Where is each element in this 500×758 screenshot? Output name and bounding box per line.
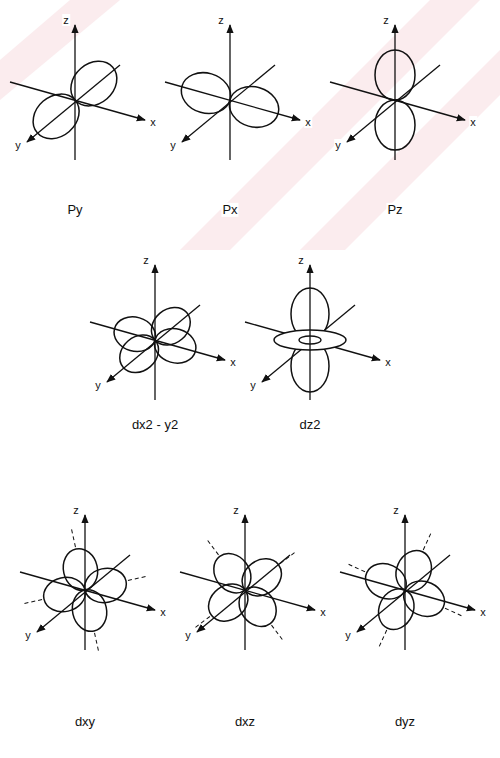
orbital-sketch: [20, 515, 155, 651]
orbital-sketch: [10, 25, 145, 160]
nodal-line: [379, 630, 386, 646]
axis-label: y: [14, 139, 22, 151]
orbital-lobe: [81, 564, 129, 606]
orbital-name: dz2: [299, 418, 322, 432]
orbital-lobe: [68, 586, 110, 634]
nodal-line: [280, 553, 294, 564]
nodal-line: [128, 577, 146, 581]
orbital-lobe: [231, 580, 283, 634]
orbital-lobe: [62, 52, 126, 115]
axis-label: y: [24, 629, 32, 641]
axis-label: z: [62, 14, 70, 26]
orbital-lobe: [372, 583, 420, 635]
orbital-lobe: [375, 50, 415, 100]
axis-label: z: [297, 254, 305, 266]
axis-arrow: [197, 555, 290, 632]
torus-ring: [274, 330, 346, 350]
orbital-sketch: [165, 25, 300, 160]
orbital-name: Pz: [386, 203, 403, 217]
nodal-line: [72, 529, 76, 547]
axis-label: x: [159, 606, 167, 618]
axis-label: x: [229, 356, 237, 368]
axis-label: y: [334, 139, 342, 151]
orbital-sketch: [180, 515, 315, 650]
watermark-band: [0, 0, 120, 100]
orbital-name: dxy: [74, 715, 96, 729]
orbital-sketch: [340, 515, 475, 650]
axis-label: y: [94, 379, 102, 391]
orbital-name: dxz: [234, 715, 256, 729]
axis-label: z: [232, 504, 240, 516]
axis-arrow: [309, 265, 310, 400]
axis-label: y: [344, 629, 352, 641]
orbital-lobe: [40, 573, 88, 615]
axis-label: z: [142, 254, 150, 266]
orbital-lobe: [144, 300, 198, 353]
axis-segment: [309, 330, 310, 350]
axis-label: x: [149, 116, 157, 128]
orbital-sketch: [90, 265, 225, 400]
nodal-line: [271, 625, 282, 639]
nodal-line: [445, 608, 461, 615]
orbital-lobe: [176, 67, 235, 119]
axis-arrow: [357, 555, 450, 632]
axis-label: x: [469, 116, 477, 128]
orbital-name: Py: [66, 203, 83, 217]
axis-arrow: [262, 305, 355, 382]
axis-arrow: [394, 25, 395, 160]
axis-label: x: [304, 116, 312, 128]
axis-label: x: [384, 356, 392, 368]
axis-label: z: [217, 14, 225, 26]
nodal-line: [349, 564, 365, 571]
orbital-lobe: [206, 546, 258, 600]
axis-label: z: [382, 14, 390, 26]
orbital-name: Px: [221, 203, 238, 217]
nodal-line: [95, 633, 99, 651]
orbital-lobe: [112, 327, 166, 380]
axis-label: y: [184, 629, 192, 641]
axis-label: y: [169, 139, 177, 151]
orbital-lobe: [375, 100, 415, 150]
watermark-band: [300, 50, 500, 250]
axis-arrow: [74, 25, 75, 160]
nodal-line: [423, 534, 430, 550]
axis-arrow: [404, 515, 405, 650]
orbital-sketch: [330, 25, 465, 160]
axis-arrow: [347, 65, 440, 142]
orbital-sketch: [245, 265, 380, 400]
axis-arrow: [244, 515, 245, 650]
orbital-name: dyz: [394, 715, 416, 729]
axis-arrow: [245, 322, 380, 360]
orbital-lobe: [59, 545, 101, 593]
axis-arrow: [37, 555, 130, 632]
axis-label: x: [319, 606, 327, 618]
orbital-lobe: [224, 81, 283, 133]
axis-label: x: [479, 606, 487, 618]
nodal-line: [195, 616, 209, 627]
orbital-name: dx2 - y2: [131, 418, 179, 432]
axis-label: z: [72, 504, 80, 516]
axis-label: z: [392, 504, 400, 516]
nodal-line: [24, 600, 42, 604]
axis-label: y: [249, 379, 257, 391]
orbital-lobe: [24, 85, 88, 148]
axis-arrow: [107, 305, 200, 382]
nodal-line: [208, 540, 219, 554]
orbital-lobe: [360, 557, 412, 605]
